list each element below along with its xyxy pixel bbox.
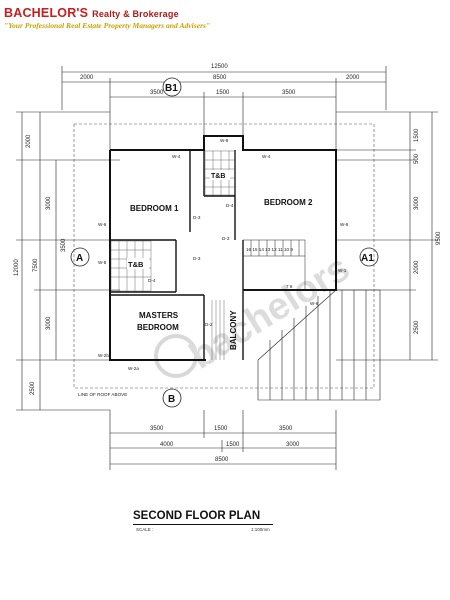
room-label-bedroom-1: BEDROOM 1: [130, 204, 179, 213]
window-label-w2b: W-2b: [98, 353, 109, 358]
room-label-bedroom-2: BEDROOM 2: [264, 198, 313, 207]
toilet-bath-top-label-bg: [210, 170, 230, 180]
window-label-w2a: W-2a: [128, 366, 139, 371]
window-label-w8: W-8: [98, 260, 107, 265]
window-label-w6-left: W-6: [98, 222, 107, 227]
top-dimensions: [61, 66, 387, 160]
door-label-d3-b: D-3: [222, 236, 230, 241]
dim-top-8500: 8500: [213, 75, 227, 81]
plan-title-underline: [133, 524, 273, 525]
dim-top-12500: 12500: [211, 64, 228, 70]
dim-bottom-3500-right: 3500: [279, 426, 293, 432]
room-label-masters-bedroom: BEDROOM: [137, 323, 179, 332]
dim-bottom-1500-mid: 1500: [226, 442, 240, 448]
dim-right-9500: 9500: [436, 231, 442, 245]
toilet-bath-left-label-bg: [127, 258, 149, 269]
window-label-w6-right: W-6: [340, 222, 349, 227]
room-label-masters: MASTERS: [139, 311, 179, 320]
plan-scale-label: SCALE :: [136, 527, 154, 532]
window-label-w4-left: W-4: [172, 154, 181, 159]
grid-marker-b: B: [162, 388, 182, 408]
dim-top-2000-right: 2000: [346, 75, 360, 81]
brand-subtitle: Realty & Brokerage: [92, 9, 179, 19]
dim-top-3500-right: 3500: [282, 90, 296, 96]
watermark: bachelors: [154, 247, 357, 378]
door-label-d4-top: D-4: [226, 203, 234, 208]
svg-text:A1: A1: [361, 253, 374, 264]
window-label-w9: W-9: [220, 138, 229, 143]
plan-scale-value: 1:100mm: [251, 527, 270, 532]
company-tagline: "Your Professional Real Estate Property …: [4, 21, 211, 30]
window-label-w6-lower: W-6: [310, 301, 319, 306]
dim-top-3500-left: 3500: [150, 90, 164, 96]
roof-outline: [73, 123, 375, 389]
stair-step-numbers: 16 15 14 13 12 11 10 9: [246, 247, 293, 252]
dim-left-12000: 12000: [14, 259, 20, 276]
dim-bottom-1500-top: 1500: [214, 426, 228, 432]
room-label-tb-top: T&B: [211, 173, 225, 180]
door-label-d2: D-2: [205, 322, 213, 327]
dim-left-2000: 2000: [26, 134, 32, 148]
grid-marker-a1: A1: [359, 247, 379, 267]
svg-text:B: B: [168, 394, 175, 405]
dim-left-2500: 2500: [30, 381, 36, 395]
dim-right-2500: 2500: [414, 320, 420, 334]
dim-left-7500: 7500: [33, 258, 39, 272]
right-dimensions: [336, 111, 438, 361]
dim-bottom-3000: 3000: [286, 442, 300, 448]
bottom-dimensions: [109, 410, 337, 470]
dim-right-500: 500: [414, 153, 420, 164]
room-label-tb-left: T&B: [128, 260, 144, 269]
dim-top-2000-left: 2000: [80, 75, 94, 81]
dim-right-3000: 3000: [414, 196, 420, 210]
door-label-d3-c: D-3: [193, 256, 201, 261]
dim-bottom-3500-left: 3500: [150, 426, 164, 432]
brand-name: BACHELOR'S: [4, 6, 89, 20]
dim-right-2000: 2000: [414, 260, 420, 274]
staircase: [242, 239, 306, 291]
svg-text:B1: B1: [165, 83, 178, 94]
room-label-balcony: BALCONY: [229, 310, 238, 350]
door-label-d3-a: D-3: [193, 215, 201, 220]
roof-below-grid: [257, 289, 381, 401]
watermark-logo: [154, 334, 198, 378]
roof-line-note: LINE OF ROOF ABOVE: [78, 392, 127, 397]
stair-step-numbers-low: 7 8: [286, 284, 293, 289]
window-label-w4-right: W-4: [262, 154, 271, 159]
dim-left-3000-top: 3000: [46, 196, 52, 210]
door-label-d4-left: D-4: [148, 278, 156, 283]
plan-title: SECOND FLOOR PLAN: [133, 510, 261, 522]
window-label-w1: W-1: [338, 268, 347, 273]
left-dimensions: [16, 111, 120, 411]
dim-bottom-4000: 4000: [160, 442, 174, 448]
grid-marker-a: A: [70, 247, 90, 267]
dim-top-1500: 1500: [216, 90, 230, 96]
grid-marker-b1: B1: [162, 77, 182, 97]
dim-right-1500: 1500: [414, 128, 420, 142]
dim-bottom-8500: 8500: [215, 457, 229, 463]
svg-text:A: A: [76, 253, 83, 264]
dim-left-3500: 3500: [61, 238, 67, 252]
dim-left-3000-bottom: 3000: [46, 316, 52, 330]
balcony-hatch: [211, 300, 225, 360]
